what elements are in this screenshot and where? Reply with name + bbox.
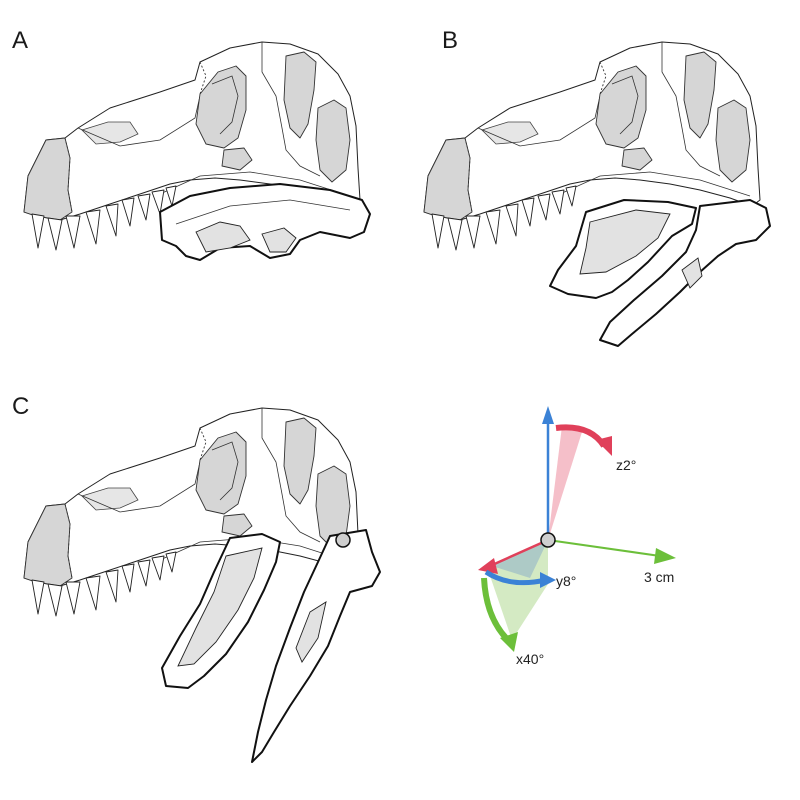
scale-axis-arrowhead [654,548,676,564]
panel-c-skull [23,407,381,763]
z-rotation-label: z2° [616,457,636,473]
panel-letter-c: C [12,393,29,420]
y-rotation-wedge [492,540,548,578]
panel-a-skull [23,41,371,261]
z-rotation-wedge [548,426,582,540]
panel-letter-b: B [442,27,458,54]
scale-label: 3 cm [644,569,674,585]
panel-a-mandible [159,183,371,261]
rotation-axes-diagram: z2° 3 cm y8° x40° [478,406,676,667]
x-rotation-label: x40° [516,651,544,667]
x-rotation-arrow-icon [481,577,511,643]
pivot-joint [335,532,351,548]
panel-b-skull [423,41,771,347]
origin-joint [540,532,556,548]
panel-c-mandible-right [251,529,381,763]
panel-letter-a: A [12,27,28,54]
scale-axis-line [547,539,661,557]
x-axis-line [489,538,549,568]
z-axis-arrowhead [542,406,554,424]
y-rotation-label: y8° [556,573,576,589]
